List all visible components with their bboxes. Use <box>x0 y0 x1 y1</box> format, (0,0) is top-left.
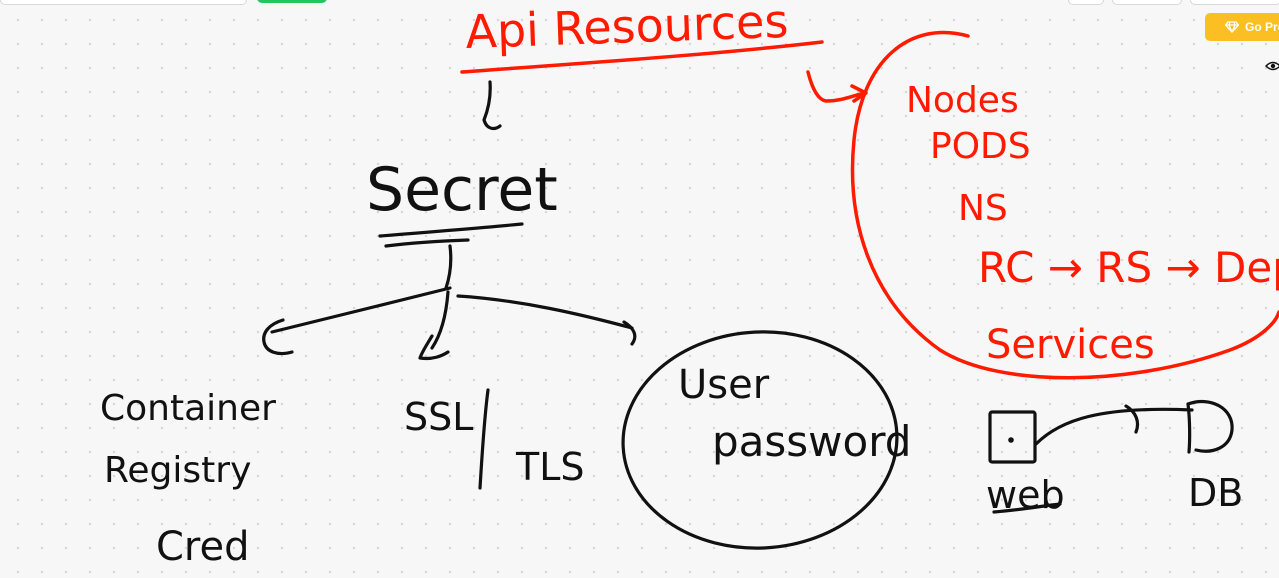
heading-underline <box>460 40 824 74</box>
trunk-line <box>444 244 453 290</box>
web-box <box>988 410 1037 464</box>
diamond-icon <box>1225 21 1239 33</box>
branch-left <box>270 286 452 334</box>
branch-left-head <box>262 318 294 356</box>
arrow-to-circle <box>806 70 868 103</box>
secret-underline-2 <box>384 238 470 248</box>
branch-container: Container <box>100 388 276 429</box>
resources-circle <box>850 30 1279 380</box>
db-label: DB <box>1188 471 1243 515</box>
branch-right-head <box>622 320 637 346</box>
slash-divider <box>478 388 490 490</box>
eye-icon[interactable] <box>1265 59 1279 73</box>
down-arrow-to-secret <box>482 80 502 131</box>
go-pro-label: Go Pro <box>1245 20 1279 34</box>
branch-tls: TLS <box>515 445 585 489</box>
branch-registry: Registry <box>104 450 251 491</box>
go-pro-button[interactable]: Go Pro <box>1205 13 1279 41</box>
web-box-dot <box>1008 437 1014 443</box>
branch-user: User <box>678 362 770 408</box>
resource-item-nodes: Nodes <box>906 80 1019 121</box>
resource-item-ns: NS <box>958 188 1008 229</box>
user-password-circle <box>621 330 899 550</box>
branch-middle <box>430 290 450 350</box>
branch-password: password <box>712 417 911 466</box>
resource-item-services: Services <box>986 322 1155 368</box>
web-to-db-arrowhead <box>1124 404 1140 434</box>
secret-label: Secret <box>366 155 558 225</box>
api-resources-heading: Api Resources <box>464 0 789 59</box>
branch-ssl: SSL <box>404 395 473 439</box>
web-label: web <box>986 473 1065 517</box>
toolbar-green-button[interactable] <box>257 0 327 3</box>
resource-item-pods: PODS <box>930 126 1031 167</box>
branch-middle-head <box>418 334 450 361</box>
branch-cred: Cred <box>156 524 250 570</box>
toolbar-button-3[interactable] <box>1190 0 1279 5</box>
web-to-db-line <box>1034 407 1194 446</box>
web-underline <box>992 502 1062 514</box>
db-shape <box>1186 399 1234 454</box>
secret-underline-1 <box>378 222 524 238</box>
resource-item-rc-rs-dep: RC → RS → Dep <box>978 243 1279 292</box>
branch-right <box>456 294 634 330</box>
